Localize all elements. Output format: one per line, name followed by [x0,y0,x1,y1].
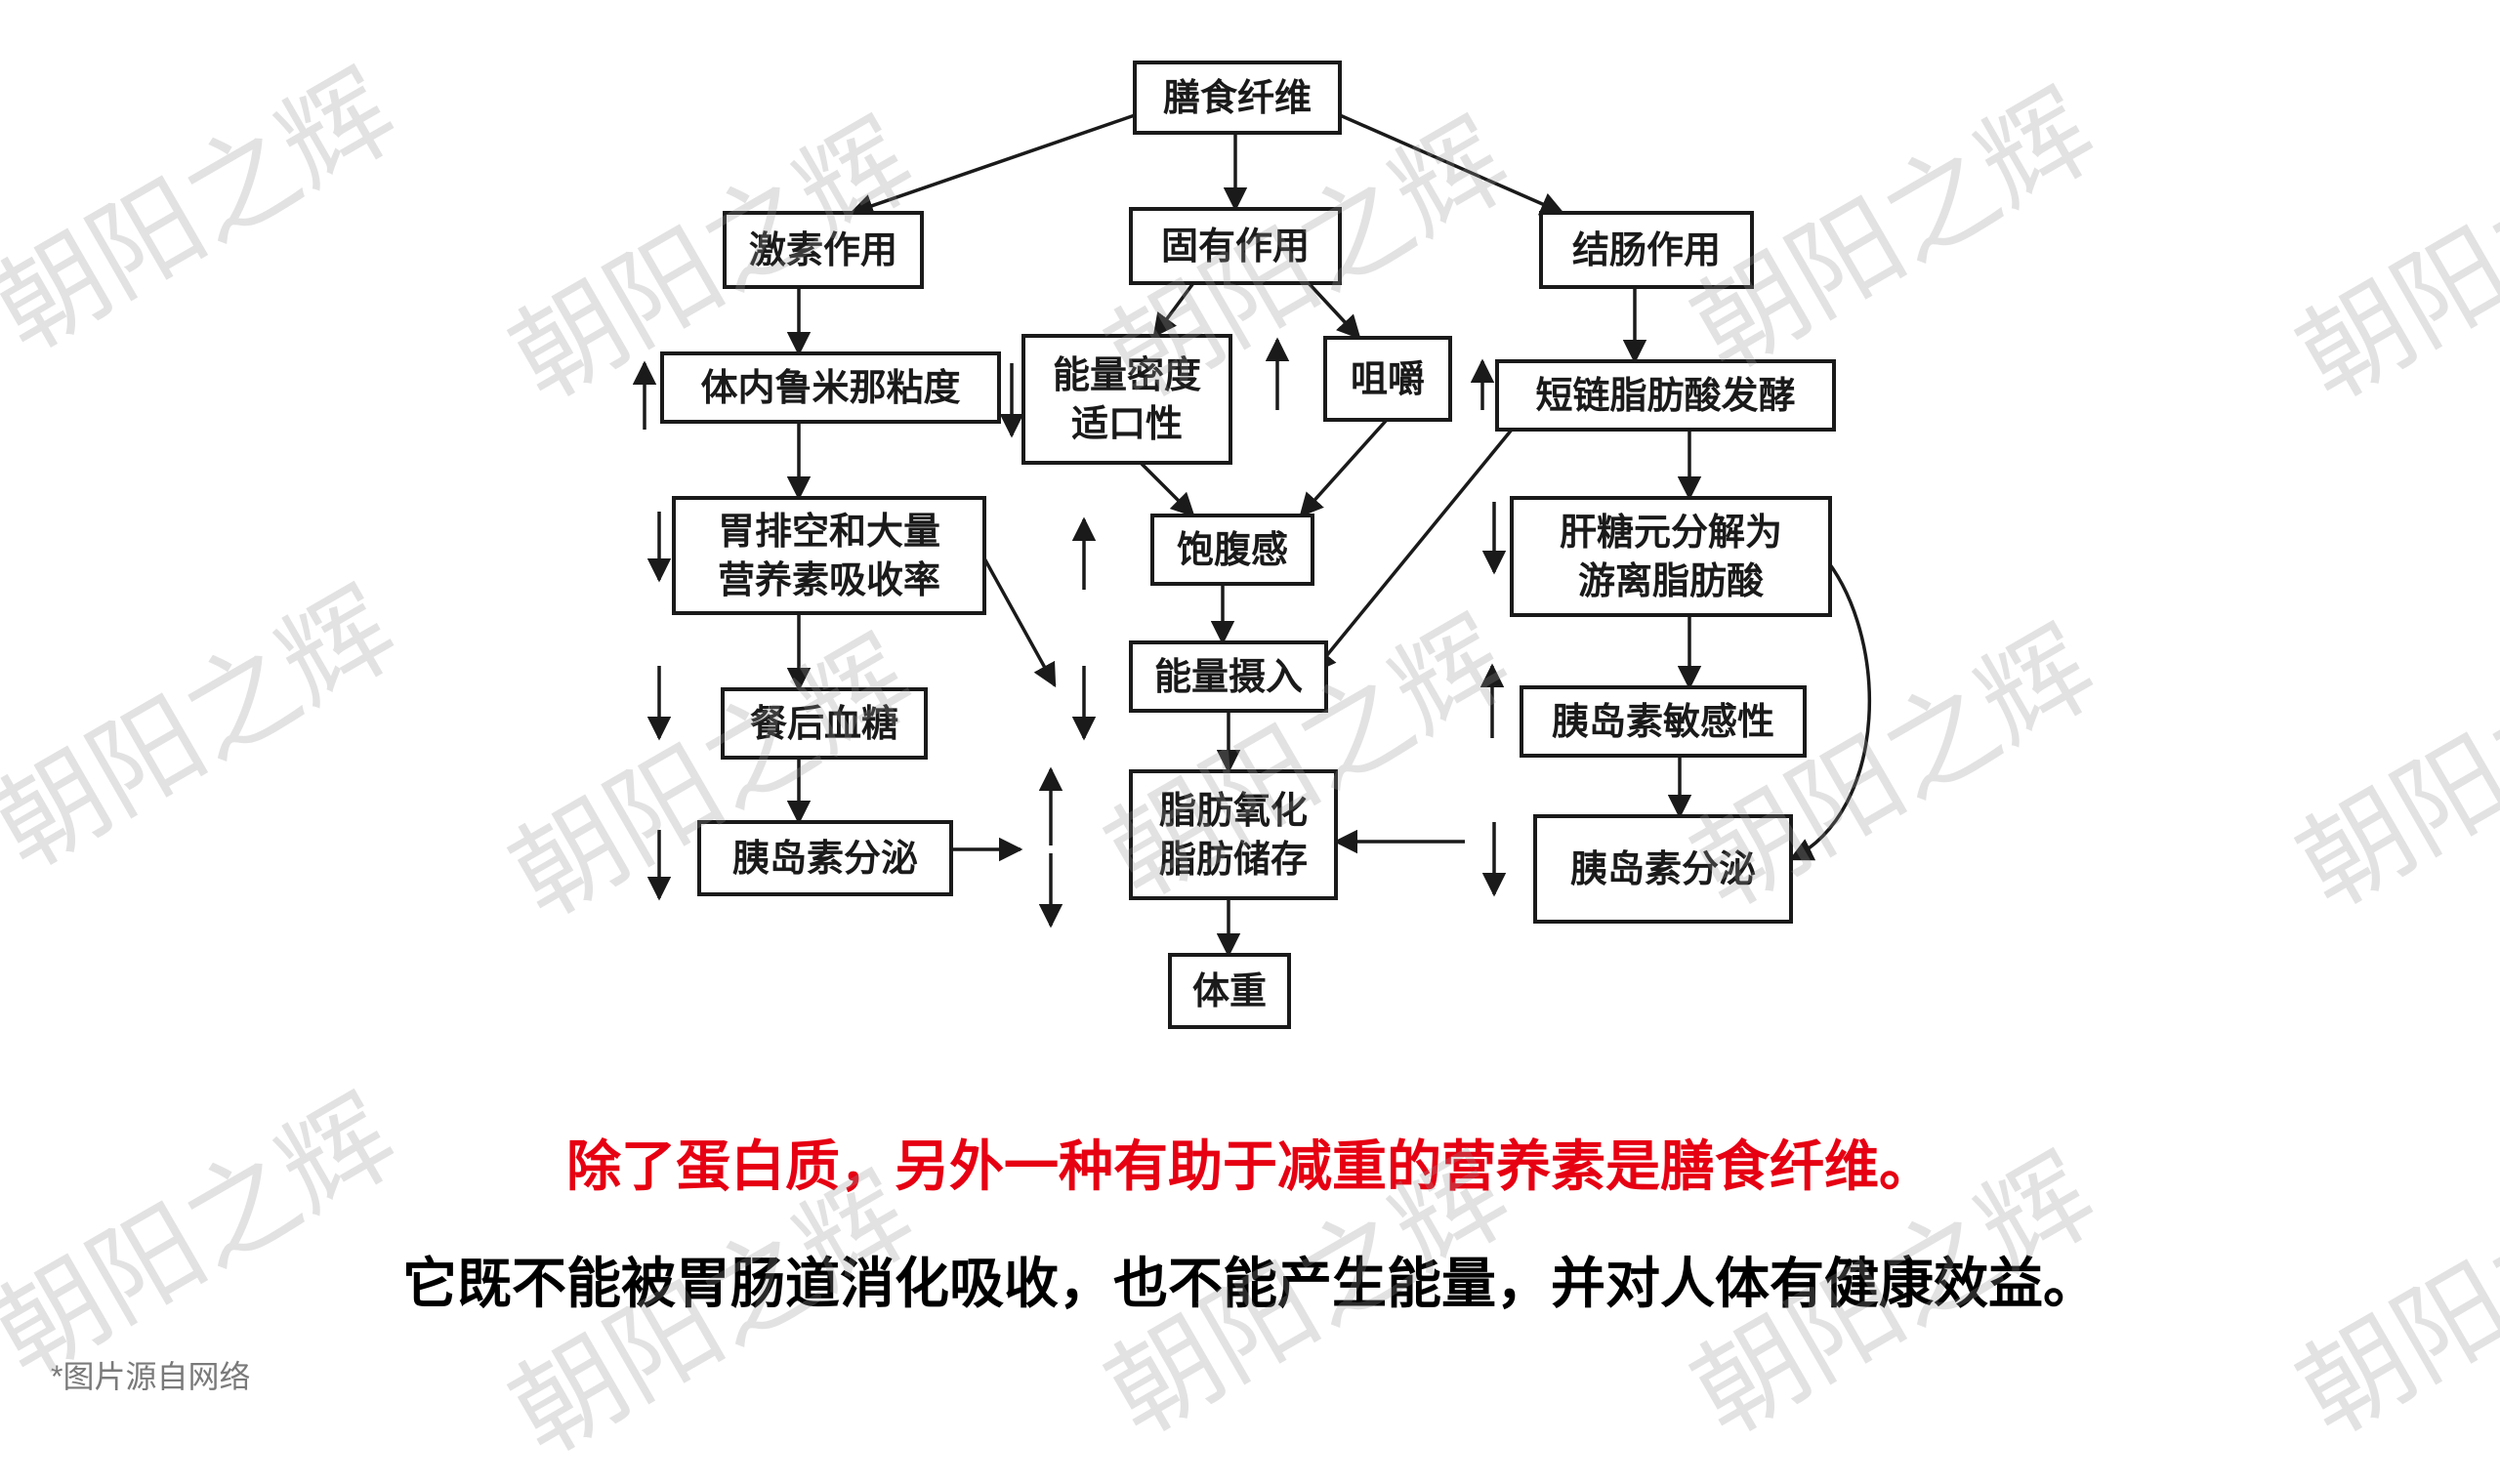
node-box [1133,61,1342,135]
node-label: 能量密度 [1053,353,1201,396]
node-label: 体内鲁米那粘度 [700,366,960,409]
node-label: 饱腹感 [1177,528,1288,571]
edge-intrinsic-to-chewing [1307,281,1361,340]
node-label: 餐后血糖 [750,702,898,745]
node-label: 膳食纤维 [1163,76,1312,119]
main-caption-black: 它既不能被胃肠道消化吸收，也不能产生能量，并对人体有健康效益。 [402,1252,2098,1316]
node-label: 适口性 [1071,402,1183,445]
edge-glycogen-to-insulin-right [1788,553,1872,861]
node-box [697,820,953,896]
node-box [1495,359,1836,432]
node-label: 结肠作用 [1572,228,1721,271]
node-box [1323,336,1452,422]
node-label: 脂肪氧化 [1159,789,1308,832]
edge-chewing-to-satiety [1299,418,1389,517]
node-box [1129,207,1342,285]
node-box [1533,814,1793,924]
edge-gastric-to-side [982,557,1057,688]
node-label: 胰岛素敏感性 [1552,700,1774,743]
node-box [723,211,924,289]
node-box [1129,640,1328,713]
edge-scfa-to-intake [1312,428,1514,674]
node-box [1129,769,1338,900]
node-box [1150,514,1314,586]
node-label: 激素作用 [749,228,897,271]
node-chewing: 咀嚼 [1323,336,1452,422]
node-label: 胃排空和大量 [718,510,940,553]
node-label: 固有作用 [1161,225,1310,268]
edge-root-to-colon [1339,113,1565,216]
node-box [672,496,986,615]
node-label: 胰岛素分泌 [732,837,918,880]
edge-density-to-satiety [1139,461,1195,517]
node-label: 脂肪储存 [1159,838,1308,881]
node-label: 游离脂肪酸 [1578,559,1765,602]
node-hormone: 激素作用 [723,211,924,289]
node-insulin-sens: 胰岛素敏感性 [1520,685,1807,758]
node-label: 肝糖元分解为 [1560,511,1782,554]
node-label: 体重 [1192,969,1267,1012]
node-box [660,351,1001,424]
node-energy-intake: 能量摄入 [1129,640,1328,713]
node-box [721,687,928,760]
node-box [1021,334,1232,465]
node-intrinsic: 固有作用 [1129,207,1342,285]
node-viscosity: 体内鲁米那粘度 [660,351,1001,424]
main-caption-red: 除了蛋白质，另外一种有助于减重的营养素是膳食纤维。 [566,1134,1934,1199]
node-colon: 结肠作用 [1539,211,1754,289]
node-insulin-right: 胰岛素分泌 [1533,814,1793,924]
node-box [1539,211,1754,289]
node-box [1510,496,1832,617]
node-satiety: 饱腹感 [1150,514,1314,586]
node-label: 胰岛素分泌 [1570,847,1756,890]
edge-intrinsic-to-density [1152,281,1195,338]
node-label: 短链脂肪酸发酵 [1535,374,1795,417]
node-postprandial: 餐后血糖 [721,687,928,760]
node-scfa: 短链脂肪酸发酵 [1495,359,1836,432]
node-insulin-left: 胰岛素分泌 [697,820,953,896]
image-source-note: *图片源自网络 [51,1359,251,1394]
node-label: 咀嚼 [1351,357,1425,400]
node-root: 膳食纤维 [1133,61,1342,135]
node-box [1168,953,1291,1029]
node-label: 能量摄入 [1154,655,1303,698]
node-weight: 体重 [1168,953,1291,1029]
node-box [1520,685,1807,758]
edge-root-to-hormone [849,113,1136,218]
node-label: 营养素吸收率 [718,558,940,601]
